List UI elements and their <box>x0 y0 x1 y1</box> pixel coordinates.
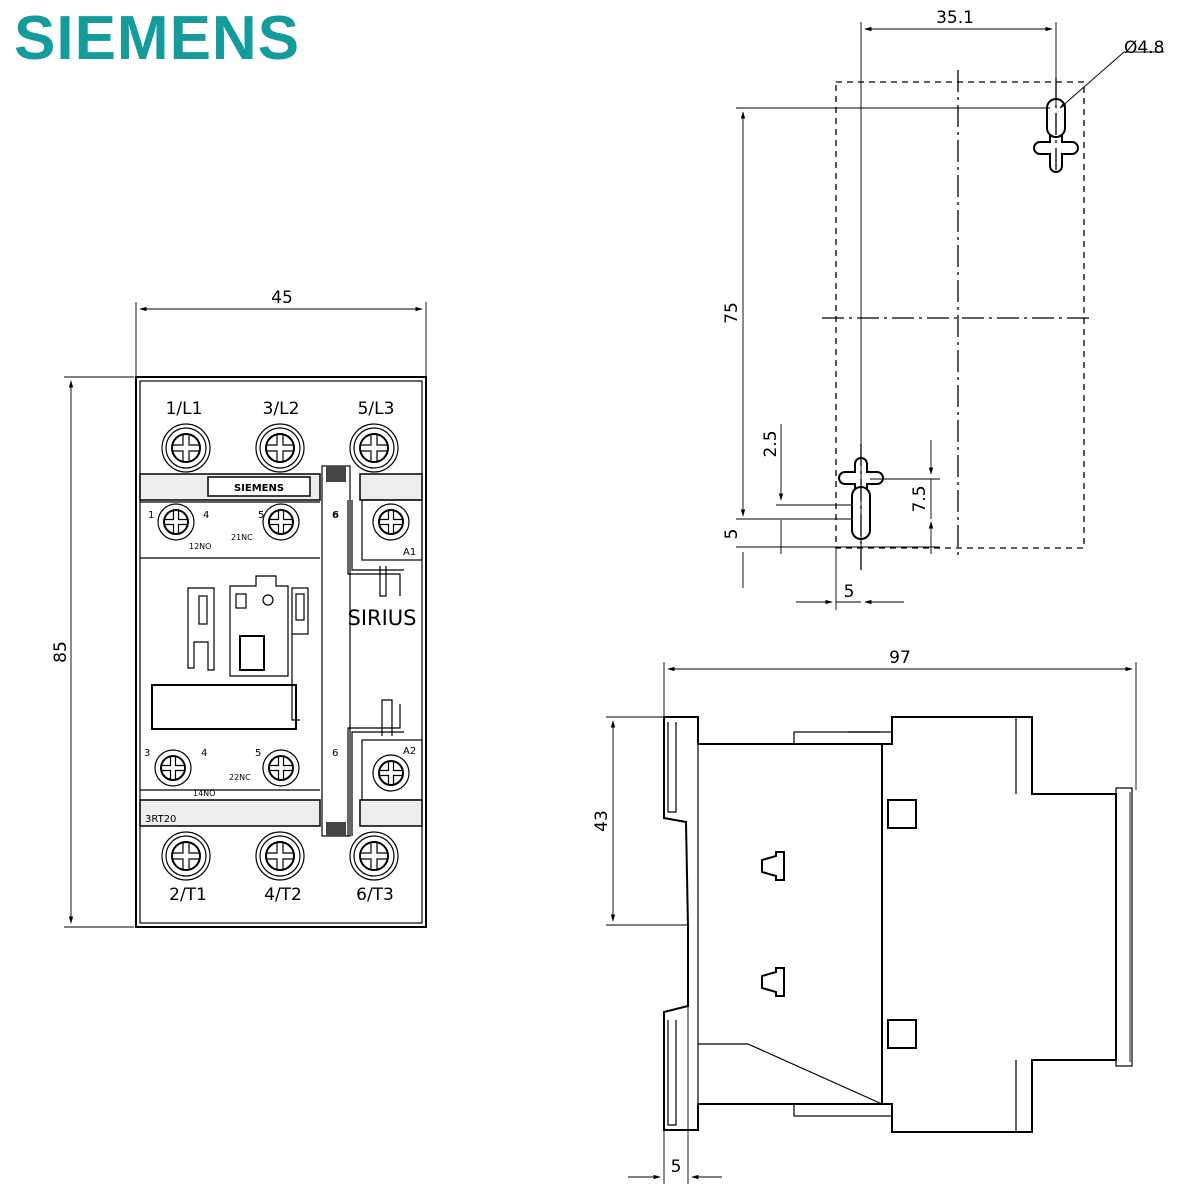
aux-top-tag: 21NC <box>231 533 253 542</box>
aux-bottom-tag: 14NO <box>193 789 215 798</box>
aux-bottom-tag: 22NC <box>229 773 251 782</box>
brand-plate: SIEMENS <box>234 483 284 494</box>
aux-bottom-number: 3 <box>144 748 150 759</box>
terminal-label-4-t2: 4/T2 <box>264 885 302 905</box>
aux-top-number: 1 <box>148 510 154 521</box>
siemens-logo: SIEMENS <box>14 4 301 73</box>
coil-screw-icon <box>372 754 410 792</box>
slot-dim-2-5: 2.5 <box>761 430 781 457</box>
aux-top-number: 4 <box>203 510 209 521</box>
screw-terminal-icon <box>255 423 305 473</box>
aux-top-tag: 12NO <box>189 542 211 551</box>
mount-width-dim: 35.1 <box>936 8 974 28</box>
screw-terminal-icon <box>161 423 211 473</box>
front-view: 45 85 1/L1 3/L2 5/L3 SIEMENS 1 4 5 6 <box>51 288 427 928</box>
front-height-dim: 85 <box>51 641 71 663</box>
sirius-label: SIRIUS <box>347 606 416 630</box>
screw-terminal-icon <box>255 831 305 881</box>
terminal-label-5-l3: 5/L3 <box>358 399 395 419</box>
slot-dim-5: 5 <box>722 529 742 540</box>
side-width-dim: 97 <box>889 648 911 668</box>
model-code: 3RT20 <box>145 814 176 825</box>
side-bottom-dim: 5 <box>671 1157 682 1177</box>
coil-terminal-a1: A1 <box>403 547 416 558</box>
terminal-label-3-l2: 3/L2 <box>263 399 300 419</box>
screw-terminal-icon <box>349 831 399 881</box>
screw-terminal-icon <box>161 831 211 881</box>
terminal-label-2-t1: 2/T1 <box>169 885 207 905</box>
screw-terminal-icon <box>349 423 399 473</box>
aux-top-number: 6 <box>332 510 339 521</box>
front-width-dim: 45 <box>271 288 293 308</box>
aux-screw-icon <box>154 749 192 787</box>
aux-bottom-number: 5 <box>255 748 261 759</box>
side-view: 97 43 5 <box>592 648 1137 1184</box>
aux-top-number: 5 <box>258 510 264 521</box>
mount-bottom-dim: 5 <box>844 582 855 602</box>
mount-height-dim: 75 <box>722 302 742 324</box>
coil-terminal-a2: A2 <box>403 746 416 757</box>
mounting-view: 35.1 Ø4.8 75 2.5 7.5 <box>722 8 1164 610</box>
mount-hole-dim: Ø4.8 <box>1124 38 1164 58</box>
aux-bottom-number: 6 <box>332 748 338 759</box>
side-height-dim: 43 <box>592 810 612 832</box>
slot-dim-7-5: 7.5 <box>910 485 930 512</box>
terminal-label-1-l1: 1/L1 <box>166 399 203 419</box>
aux-screw-icon <box>262 749 300 787</box>
aux-screw-icon <box>262 503 300 541</box>
coil-screw-icon <box>372 503 410 541</box>
aux-bottom-number: 4 <box>201 748 207 759</box>
aux-screw-icon <box>157 503 195 541</box>
terminal-label-6-t3: 6/T3 <box>356 885 394 905</box>
